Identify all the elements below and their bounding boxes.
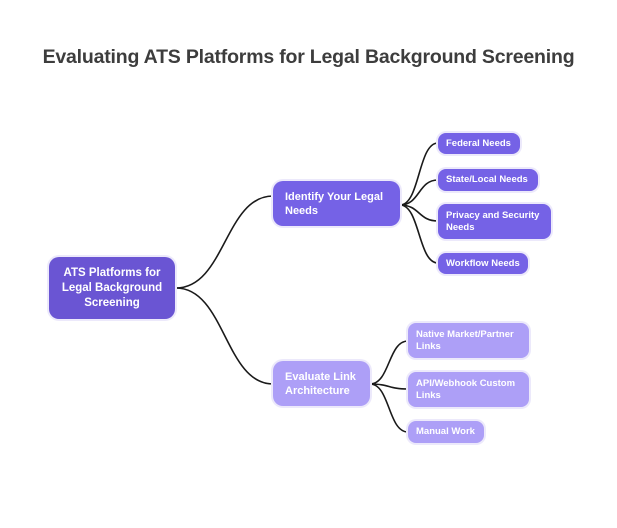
root-node-label: ATS Platforms for Legal Background Scree… [61,266,163,309]
leaf-node-label: Native Market/Partner Links [416,328,514,352]
edge-root-to-identify [175,195,274,289]
leaf-node-state-local-needs: State/Local Needs [438,169,538,191]
leaf-node-manual-work: Manual Work [408,421,484,443]
leaf-node-label: Privacy and Security Needs [446,209,540,233]
leaf-node-label: Manual Work [416,426,475,437]
leaf-node-label: API/Webhook Custom Links [416,377,516,401]
leaf-node-federal-needs: Federal Needs [438,133,520,154]
diagram-title: Evaluating ATS Platforms for Legal Backg… [42,46,575,68]
branch-node-label: Evaluate Link Architecture [285,370,356,397]
leaf-node-label: State/Local Needs [446,174,528,185]
branch-node-identify-legal-needs: Identify Your Legal Needs [273,181,400,226]
edge-root-to-evaluate [175,287,274,385]
edge-identify-to-workflow [399,204,439,264]
leaf-node-label: Workflow Needs [446,257,520,269]
edge-evaluate-to-manual [369,383,409,433]
edge-identify-to-statelocal [399,179,439,206]
branch-node-evaluate-link-architecture: Evaluate Link Architecture [273,361,370,406]
leaf-node-label: Federal Needs [446,137,511,149]
leaf-node-api-webhook-custom-links: API/Webhook Custom Links [408,372,529,407]
leaf-node-workflow-needs: Workflow Needs [438,253,528,274]
edge-identify-to-federal [399,142,439,206]
edge-evaluate-to-native [369,340,409,385]
leaf-node-native-market-partner-links: Native Market/Partner Links [408,323,529,358]
leaf-node-privacy-security-needs: Privacy and Security Needs [438,204,551,239]
branch-node-label: Identify Your Legal Needs [285,190,383,217]
root-node: ATS Platforms for Legal Background Scree… [49,257,175,319]
